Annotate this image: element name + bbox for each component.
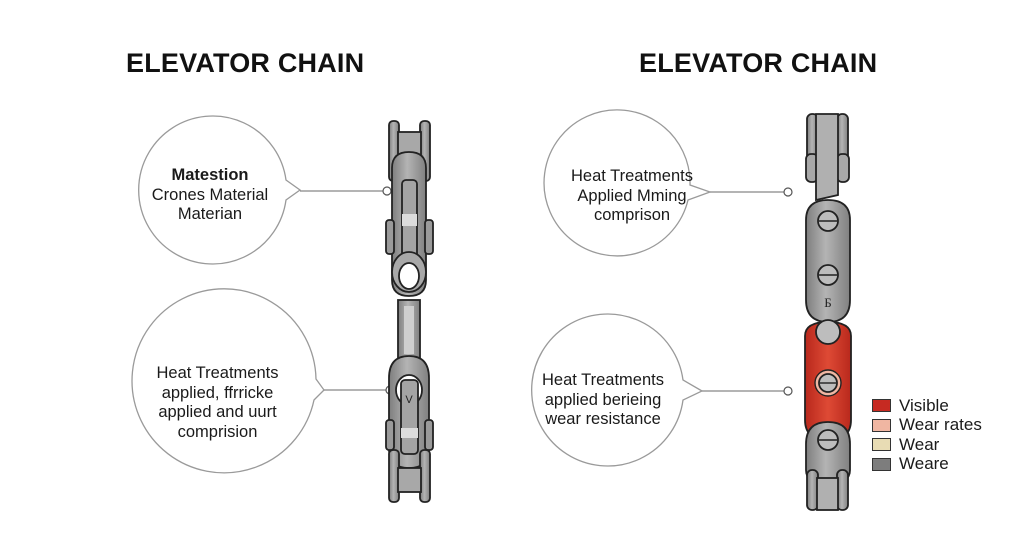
callout-bubble-top-right bbox=[543, 109, 793, 257]
callout-line: Applied Mming bbox=[577, 186, 687, 205]
legend-label: Visible bbox=[899, 395, 949, 415]
anchor-dot bbox=[382, 186, 392, 196]
left-chain: V bbox=[385, 120, 434, 503]
legend-swatch bbox=[872, 399, 891, 413]
legend-label: Weare bbox=[899, 454, 949, 474]
callout-bubble-bottom-right bbox=[531, 313, 793, 467]
legend-swatch bbox=[872, 418, 891, 432]
legend: Visible Wear rates Wear Weare bbox=[872, 396, 982, 474]
chain-side-plate bbox=[424, 419, 434, 451]
callout-line: Crones Material bbox=[151, 185, 269, 204]
callout-line: Heat Treatments bbox=[542, 371, 664, 389]
chain-link bbox=[805, 199, 851, 323]
callout-heading: Matestion bbox=[171, 166, 249, 184]
callout-text-top-right: Heat Treatments Applied Mming comprison bbox=[558, 167, 706, 226]
chain-side-plate bbox=[385, 419, 395, 451]
chain-link bbox=[816, 477, 839, 511]
right-panel-title: ELEVATOR CHAIN bbox=[639, 48, 878, 78]
callout-text-bottom-left: Heat Treatments applied, ffrricke applie… bbox=[140, 364, 295, 442]
callout-text-bottom-right: Heat Treatments applied berieing wear re… bbox=[533, 371, 673, 430]
chain-link-bar bbox=[400, 379, 419, 455]
chain-stamp-mark: Б bbox=[824, 295, 831, 310]
legend-label: Wear rates bbox=[899, 415, 982, 435]
callout-line: Heat Treatments bbox=[571, 167, 693, 185]
callout-line: Materian bbox=[177, 205, 243, 223]
callout-line: applied berieing bbox=[544, 390, 662, 409]
chain-roller bbox=[397, 467, 422, 493]
legend-item-wear: Wear bbox=[872, 435, 982, 455]
legend-swatch bbox=[872, 457, 891, 471]
legend-item-visible: Visible bbox=[872, 396, 982, 416]
callout-line: applied and uurt bbox=[158, 403, 277, 421]
anchor-dot bbox=[783, 386, 793, 396]
chain-link bbox=[815, 113, 839, 202]
legend-swatch bbox=[872, 438, 891, 452]
legend-item-wear-rates: Wear rates bbox=[872, 415, 982, 436]
chain-side-plate bbox=[424, 219, 434, 255]
callout-line: applied, ffrricke bbox=[161, 383, 274, 402]
chain-link-eye bbox=[398, 262, 420, 290]
chain-stamp-mark: V bbox=[405, 394, 413, 406]
callout-line: comprison bbox=[593, 206, 671, 224]
callout-bubble-top-left bbox=[138, 115, 392, 265]
left-panel-title: ELEVATOR CHAIN bbox=[126, 48, 365, 78]
chain-pin bbox=[815, 319, 841, 345]
right-chain: Б bbox=[804, 113, 852, 511]
anchor-dot bbox=[783, 187, 793, 197]
chain-side-plate bbox=[385, 219, 395, 255]
legend-label: Wear bbox=[899, 434, 940, 454]
callout-line: wear resistance bbox=[545, 410, 661, 428]
callout-line: comprision bbox=[177, 422, 258, 441]
legend-item-weare: Weare bbox=[872, 454, 982, 475]
callout-text-top-left: Matestion Crones Material Materian bbox=[140, 166, 280, 225]
callout-line: Heat Treatments bbox=[156, 364, 279, 382]
